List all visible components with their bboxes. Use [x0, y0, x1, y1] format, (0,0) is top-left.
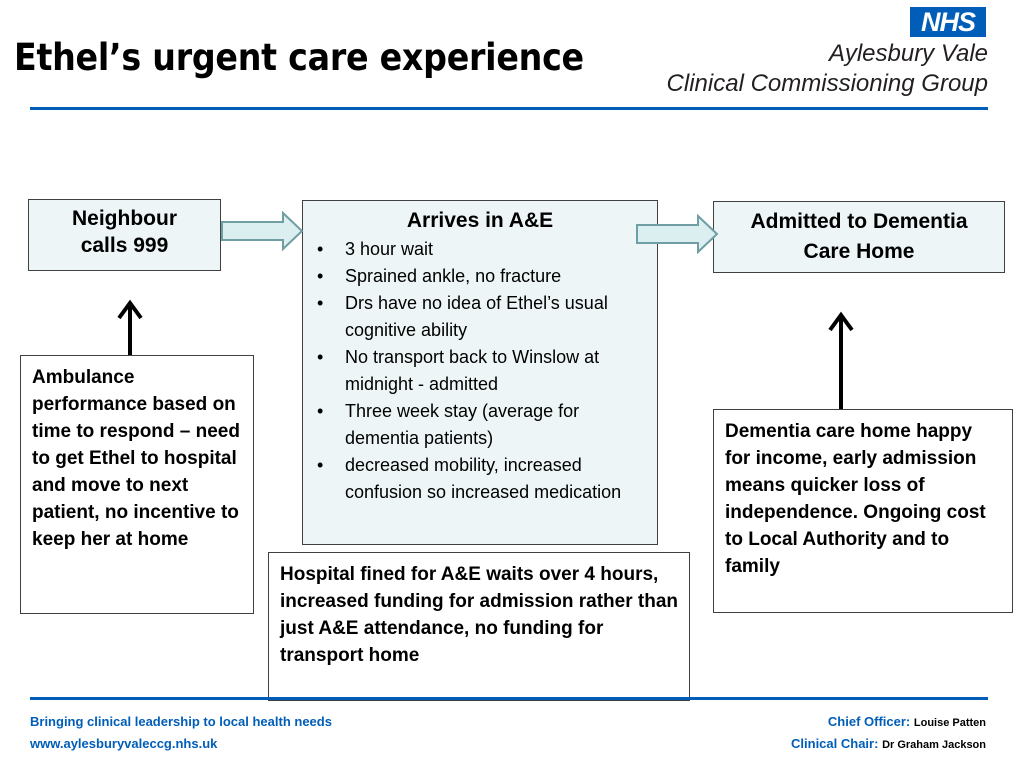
- list-item: No transport back to Winslow at midnight…: [317, 344, 647, 398]
- footer-divider: [30, 697, 988, 700]
- list-item: Three week stay (average for dementia pa…: [317, 398, 647, 452]
- footer-website-link[interactable]: www.aylesburyvaleccg.nhs.uk: [30, 736, 218, 751]
- step-admitted-line2: Care Home: [803, 240, 915, 263]
- step-ae-bullet-list: 3 hour wait Sprained ankle, no fracture …: [313, 236, 647, 506]
- step-neighbour-calls-999: Neighbour calls 999: [28, 199, 221, 271]
- nhs-logo: NHS: [910, 7, 986, 37]
- step-admitted-care-home: Admitted to Dementia Care Home: [713, 201, 1005, 273]
- list-item: Sprained ankle, no fracture: [317, 263, 647, 290]
- header-divider: [30, 107, 988, 110]
- footer-tagline: Bringing clinical leadership to local he…: [30, 714, 332, 729]
- step-neighbour-line2: calls 999: [80, 234, 169, 257]
- clinical-chair-label: Clinical Chair:: [791, 736, 879, 751]
- note-ambulance-performance: Ambulance performance based on time to r…: [20, 355, 254, 614]
- note-hospital-funding: Hospital fined for A&E waits over 4 hour…: [268, 552, 690, 701]
- list-item: decreased mobility, increased confusion …: [317, 452, 647, 506]
- list-item: Drs have no idea of Ethel’s usual cognit…: [317, 290, 647, 344]
- chief-officer-name: Louise Patten: [913, 717, 986, 729]
- org-name-line1: Aylesbury Vale: [829, 40, 988, 67]
- step-ae-heading: Arrives in A&E: [406, 209, 554, 232]
- up-arrow-icon: [828, 311, 854, 409]
- chief-officer-label: Chief Officer:: [827, 714, 911, 729]
- right-arrow-icon: [221, 210, 304, 252]
- footer-chief-officer: Chief Officer: Louise Patten: [828, 714, 986, 729]
- step-arrives-ae: Arrives in A&E 3 hour wait Sprained ankl…: [302, 200, 658, 545]
- org-name-line2: Clinical Commissioning Group: [666, 70, 988, 97]
- clinical-chair-name: Dr Graham Jackson: [882, 739, 986, 751]
- list-item: 3 hour wait: [317, 236, 647, 263]
- page-title: Ethel’s urgent care experience: [14, 36, 584, 79]
- note-dementia-care-home: Dementia care home happy for income, ear…: [713, 409, 1013, 613]
- step-neighbour-line1: Neighbour: [72, 207, 177, 230]
- footer-clinical-chair: Clinical Chair: Dr Graham Jackson: [791, 736, 986, 751]
- up-arrow-icon: [117, 299, 143, 357]
- step-admitted-line1: Admitted to Dementia: [750, 210, 968, 233]
- right-arrow-icon: [636, 213, 719, 255]
